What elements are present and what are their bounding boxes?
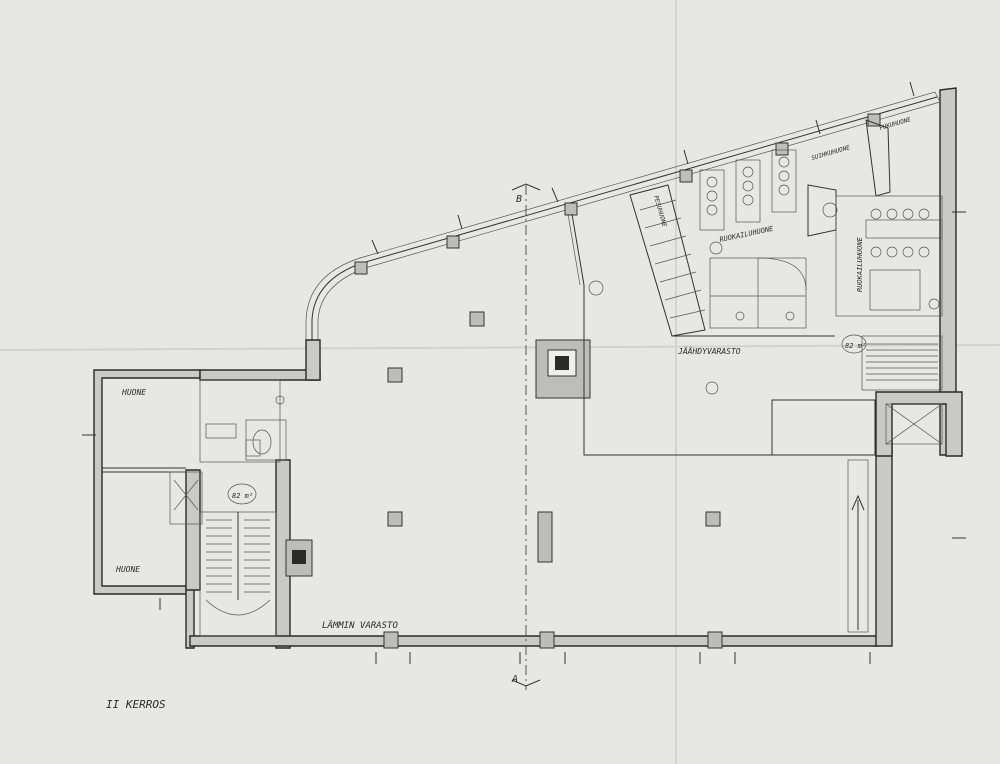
chimney-left [169, 471, 203, 525]
wall-curved-facade-inner [311, 96, 938, 340]
wall-facade-connector [305, 339, 321, 381]
facade-pillar [564, 202, 578, 216]
room-label-wash-room: PESUHUONE [652, 195, 668, 229]
wash-room-strip [629, 184, 706, 337]
room-label-warm-storage: LÄMMIN VARASTO [322, 620, 398, 631]
stair-area-left-circle [227, 483, 257, 505]
pillar [705, 511, 721, 527]
ramp [847, 459, 869, 633]
room-label-dining-2: RUOKAILUHUONE [856, 236, 864, 292]
sink-icon [275, 395, 285, 405]
wall-left-wing-top [199, 369, 321, 381]
staircase-right [861, 335, 943, 391]
paper-fold-horizontal [0, 344, 1000, 351]
bathtub-icon [252, 429, 272, 455]
stair-area-right-circle [841, 334, 867, 354]
stair-area-left: 82 m² [232, 492, 253, 500]
change-room-bench [865, 119, 891, 197]
room-label-dining-1: RUOKAILUHUONE [719, 225, 775, 244]
floor-title: II KERROS [106, 698, 166, 711]
wall-left-wing-outer [93, 369, 201, 595]
wall-right-lower [875, 441, 893, 647]
staircase-left [199, 511, 277, 637]
room-label-huone-bottom: HUONE [115, 565, 140, 574]
facade-pillar [354, 261, 368, 275]
facade-pillar [446, 235, 460, 249]
room-label-shower: SUIHKUHUONE [811, 144, 851, 162]
cold-storage-outline [583, 285, 876, 456]
room-label-cold-storage: JÄÄHDYVARASTO [677, 346, 741, 356]
pillar [387, 511, 403, 527]
toilet-cubicles [709, 257, 807, 329]
pillar [537, 511, 553, 563]
drain-icon [588, 280, 604, 296]
pillar [469, 311, 485, 327]
pillar [387, 367, 403, 383]
toilet-block [199, 379, 281, 463]
section-marker-top: B [516, 194, 522, 205]
wall-curved-facade [305, 91, 941, 346]
drain-icon [705, 381, 719, 395]
locker-area [699, 149, 797, 231]
elevator-shaft [885, 403, 943, 445]
facade-pillar [679, 169, 693, 183]
wall-right-shaft [875, 391, 963, 457]
section-marker-bottom: A [511, 674, 518, 685]
shower-cabin [807, 184, 837, 237]
facade-pillar [775, 142, 789, 156]
facade-arrows [82, 81, 966, 664]
stair-area-right: 82 m² [845, 342, 866, 350]
wall-stair-left [185, 469, 201, 591]
wall-bottom [189, 635, 879, 647]
facade-pillar [867, 113, 881, 127]
chimney-central [535, 339, 591, 399]
dining-tables [835, 195, 943, 317]
room-label-huone-top: HUONE [121, 388, 146, 397]
